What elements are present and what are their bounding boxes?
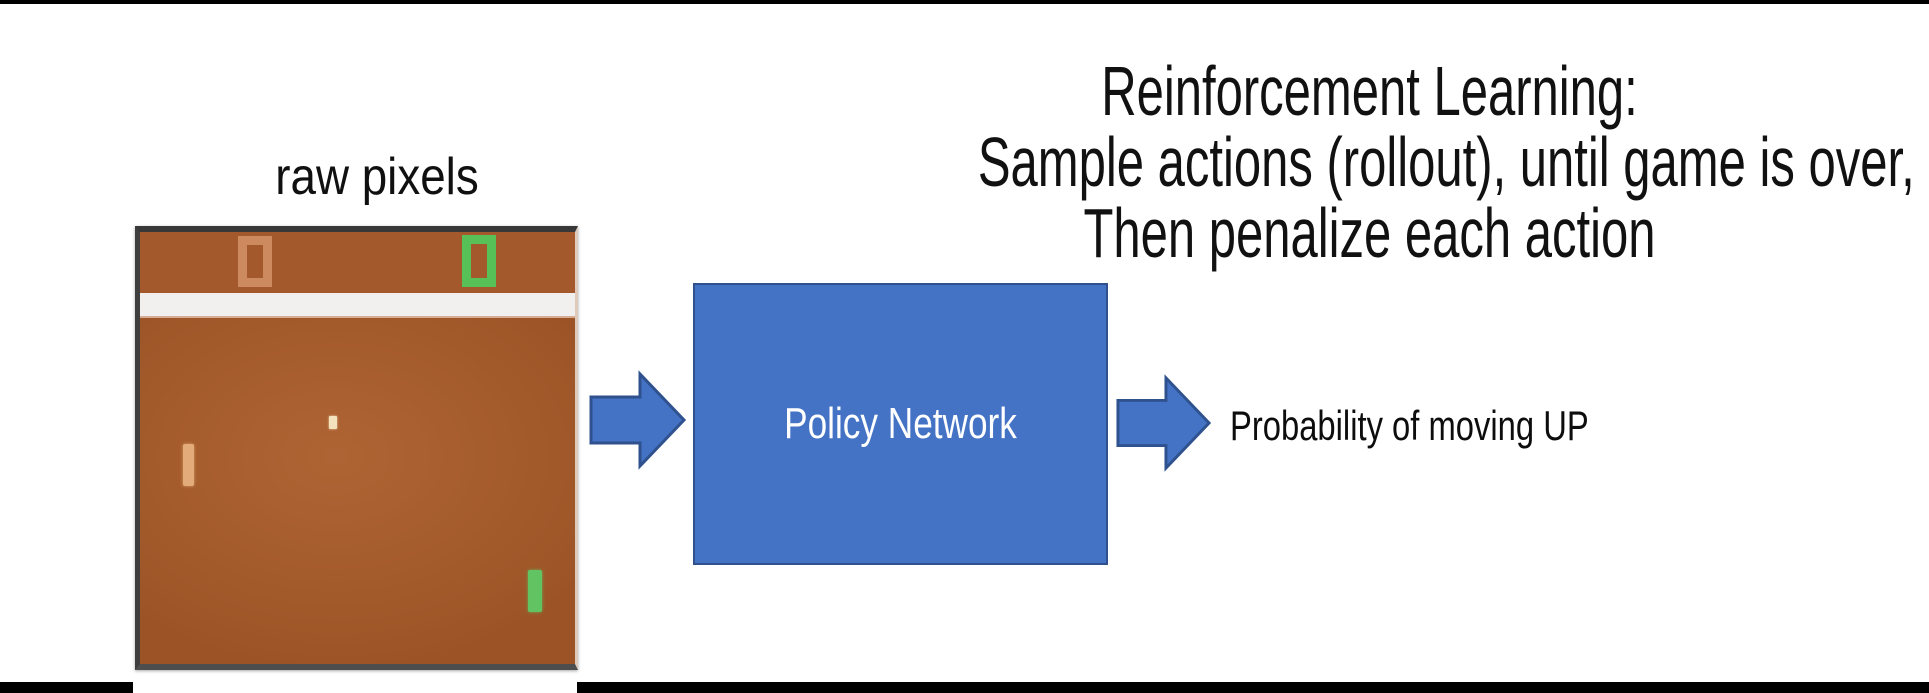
- pong-left-paddle: [183, 444, 194, 486]
- raw-pixels-caption: raw pixels: [275, 148, 479, 206]
- policy-network-label: Policy Network: [784, 399, 1017, 448]
- pong-playfield: [140, 318, 575, 664]
- slide-title: Reinforcement Learning: Sample actions (…: [977, 52, 1915, 272]
- title-line-2: Sample actions (rollout), until game is …: [977, 123, 1915, 201]
- title-line-3: Then penalize each action: [1083, 194, 1656, 272]
- probability-output-label: Probability of moving UP: [1230, 402, 1589, 449]
- bottom-right-black-bar: [577, 682, 1929, 693]
- pong-right-paddle: [528, 570, 542, 612]
- pong-left-score-zero: [238, 236, 272, 287]
- right-arrow-icon: [589, 370, 687, 470]
- top-black-bar: [0, 0, 1929, 4]
- pong-game-screenshot: [135, 226, 578, 670]
- policy-network-box: Policy Network: [693, 283, 1108, 565]
- pong-white-stripe: [140, 293, 575, 318]
- pong-right-score-zero: [462, 235, 496, 287]
- pong-score-band: [140, 232, 575, 293]
- pong-ball: [329, 416, 337, 429]
- bottom-left-black-bar: [0, 682, 133, 693]
- title-line-1: Reinforcement Learning:: [1101, 52, 1638, 130]
- right-arrow-icon: [1116, 374, 1212, 472]
